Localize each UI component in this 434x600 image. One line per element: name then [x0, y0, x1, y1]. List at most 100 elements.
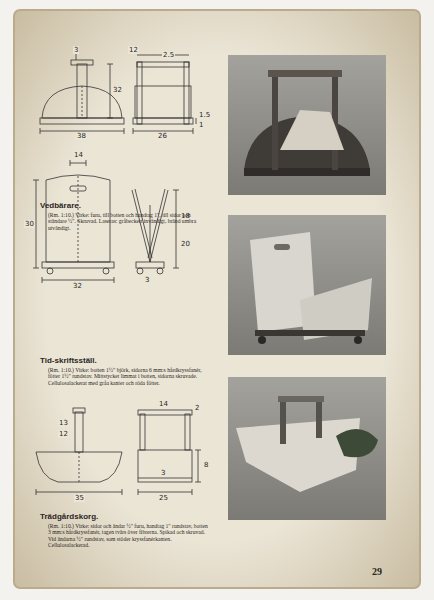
caption-text: (Rm. 1:10.) Virke: botten 1½" björk, sid…: [48, 367, 208, 386]
drawing-stroke: [135, 86, 191, 118]
paper-card: [14, 10, 420, 588]
dimension: 30: [24, 220, 35, 228]
drawing-stroke: [173, 190, 179, 191]
dimension: 1.5: [198, 111, 211, 119]
dimension: 32: [112, 86, 123, 94]
page-number: 29: [372, 566, 382, 578]
dimension: 12: [128, 46, 139, 54]
drawing-stroke: [138, 478, 192, 479]
drawing-stroke: [70, 160, 71, 166]
drawing-stroke: [255, 330, 365, 336]
dimension: 1: [198, 121, 204, 129]
drawing-stroke: [137, 268, 143, 274]
drawing-stroke: [196, 118, 197, 124]
drawing-stroke: [75, 412, 83, 452]
drawing-stroke: [157, 268, 163, 274]
dimension: 12: [58, 430, 69, 438]
caption-text: (Rm. 1:10.) Virke: sidor och ändar ½" fu…: [48, 523, 208, 549]
dimension: 25: [158, 494, 169, 502]
tradgardskorg-drawing: [36, 408, 201, 495]
drawing-stroke: [228, 215, 386, 355]
drawing-stroke: [133, 118, 193, 124]
drawing-stroke: [124, 128, 125, 134]
drawing-stroke: [198, 450, 199, 482]
drawing-stroke: [354, 336, 362, 344]
drawing-stroke: [107, 64, 113, 65]
drawing-stroke: [136, 262, 164, 268]
drawing-stroke: [79, 452, 80, 482]
photo-vedbarare: [228, 55, 386, 195]
dimension: 35: [74, 494, 85, 502]
drawing-stroke: [185, 414, 190, 450]
drawing-stroke: [228, 377, 386, 520]
drawing-stroke: [86, 160, 87, 166]
dimension: 32: [72, 282, 83, 290]
drawing-stroke: [36, 492, 122, 493]
drawing-stroke: [137, 62, 189, 67]
drawing-stroke: [336, 429, 378, 457]
drawing-stroke: [103, 268, 109, 274]
dimension: 14: [73, 151, 84, 159]
drawing-stroke: [258, 336, 266, 344]
caption-text: (Rm. 1:10.) Virke: furu, till botten och…: [48, 212, 208, 231]
drawing-stroke: [40, 118, 124, 124]
drawing-stroke: [138, 492, 192, 493]
drawing-stroke: [138, 489, 139, 495]
drawing-stroke: [274, 244, 290, 250]
drawing-stroke: [42, 280, 114, 281]
dimension: 13: [58, 419, 69, 427]
drawing-stroke: [272, 74, 278, 170]
photo-tidskriftsstall: [228, 215, 386, 355]
drawing-stroke: [82, 86, 83, 118]
drawing-stroke: [268, 70, 342, 77]
drawing-stroke: [77, 64, 87, 118]
dimension: 14: [158, 400, 169, 408]
drawing-stroke: [133, 128, 134, 134]
drawing-stroke: [278, 396, 324, 402]
drawing-stroke: [236, 418, 360, 492]
vedbarare-drawing: [40, 52, 196, 134]
drawing-stroke: [71, 60, 93, 65]
section-heading: Trädgårdskorg.: [40, 512, 98, 521]
drawing-stroke: [280, 398, 286, 444]
drawing-stroke: [122, 489, 123, 495]
dimension: 3: [144, 276, 150, 284]
drawing-stroke: [228, 55, 386, 195]
section-heading: Vedbärare.: [40, 201, 81, 210]
drawing-stroke: [114, 277, 115, 283]
drawing-stroke: [107, 118, 113, 119]
drawing-stroke: [195, 482, 201, 483]
drawing-stroke: [110, 64, 111, 118]
drawing-stroke: [36, 489, 37, 495]
drawing-stroke: [73, 408, 85, 413]
drawing-stroke: [36, 452, 122, 482]
dimension: 20: [180, 240, 191, 248]
drawing-stroke: [137, 62, 142, 124]
section-heading: Tid-skriftsställ.: [40, 356, 97, 365]
drawing-stroke: [40, 128, 41, 134]
drawing-stroke: [42, 277, 43, 283]
drawing-stroke: [192, 489, 193, 495]
drawing-stroke: [280, 110, 344, 150]
drawing-stroke: [33, 268, 39, 269]
drawing-stroke: [244, 168, 370, 176]
drawing-stroke: [195, 450, 201, 451]
drawing-stroke: [176, 190, 177, 268]
drawing-stroke: [70, 163, 86, 164]
drawing-stroke: [316, 398, 322, 438]
photo-tradgardskorg: [228, 377, 386, 520]
drawing-stroke: [184, 62, 189, 124]
dimension: 2: [194, 404, 200, 412]
drawing-stroke: [138, 410, 192, 415]
drawing-stroke: [33, 180, 39, 181]
dimension: 3: [73, 46, 79, 54]
drawing-stroke: [138, 450, 192, 482]
drawing-stroke: [42, 262, 114, 268]
dimension: 26: [157, 132, 168, 140]
drawing-stroke: [36, 180, 37, 268]
dimension: 3: [160, 469, 166, 477]
drawing-stroke: [132, 190, 168, 262]
